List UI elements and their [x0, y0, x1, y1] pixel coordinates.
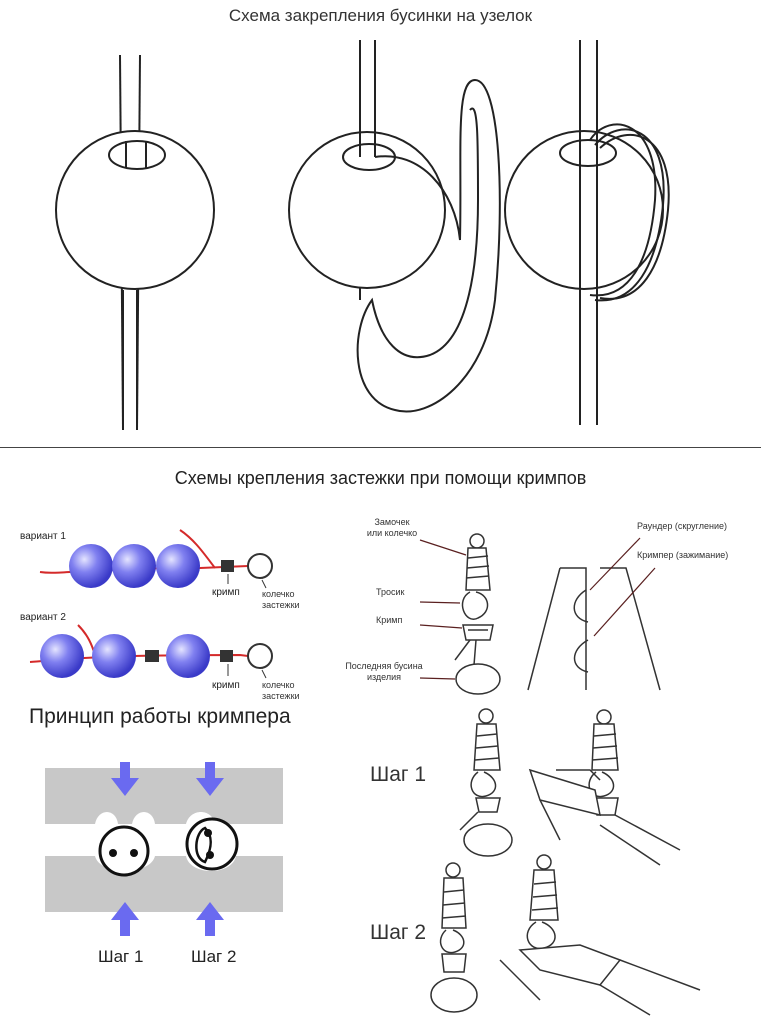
crimper-step1-label: Шаг 1: [98, 947, 144, 966]
clasp-callout: Замочек или колечко: [360, 517, 424, 539]
arrow-up-1: [111, 902, 139, 936]
crimper-principle-title: Принцип работы кримпера: [29, 705, 291, 728]
bead-2: [288, 131, 446, 289]
step2-illustration: [430, 854, 701, 1016]
variant-1-crimp: [221, 560, 234, 572]
crimp-callout: Кримп: [376, 615, 403, 625]
knot-loop-2: [356, 78, 501, 413]
variant-1-ring: [247, 553, 273, 579]
variant-1-bead-1: [69, 544, 113, 588]
variant-1-label: вариант 1: [20, 531, 66, 542]
variant-1-bead-2: [112, 544, 156, 588]
last-bead-callout-line1: Последняя бусина: [345, 661, 423, 671]
crimper-step2-label: Шаг 2: [191, 947, 237, 966]
arrow-down-1: [111, 762, 139, 796]
variant-2-crimp-2: [220, 650, 233, 662]
variant-2-label: вариант 2: [20, 612, 66, 623]
arrow-down-2: [196, 762, 224, 796]
crimp-step1: [98, 825, 150, 877]
variant-1-diagram: [39, 529, 273, 589]
last-bead-callout-line2: изделия: [366, 672, 402, 682]
step1-label: Шаг 1: [370, 763, 427, 786]
variant-1-ring-label: колечко застежки: [262, 589, 300, 611]
variant-2-ring-label: колечко застежки: [262, 680, 300, 702]
crimper-tool-diagram: [527, 537, 661, 691]
clasp-callout-line1: Замочек: [374, 517, 410, 527]
ring-label-line1: колечко: [262, 589, 295, 599]
crimper-upper-plate: [45, 768, 283, 824]
rounder-callout: Раундер (скругление): [637, 521, 728, 531]
step2-label: Шаг 2: [370, 921, 427, 944]
clasp-callout-line2: или колечко: [366, 528, 418, 538]
crimper-principle-diagram: [45, 762, 283, 936]
ring-label-line1-v2: колечко: [262, 680, 295, 690]
bottom-title: Схемы крепления застежки при помощи крим…: [174, 468, 587, 488]
variant-2-ring: [247, 643, 273, 669]
variant-2-crimp-label: кримп: [212, 680, 240, 691]
variant-1-bead-3: [156, 544, 200, 588]
bead-1: [55, 130, 215, 290]
step1-illustration: [459, 708, 681, 866]
variant-2-bead-3: [166, 634, 210, 678]
arrow-up-2: [196, 902, 224, 936]
variant-1-crimp-label: кримп: [212, 587, 240, 598]
variant-2-bead-1: [40, 634, 84, 678]
cable-callout: Тросик: [376, 587, 405, 597]
knot-diagram: [55, 40, 670, 431]
clasp-assembly-diagram: [419, 533, 501, 695]
last-bead-callout: Последняя бусина изделия: [336, 661, 432, 683]
variant-2-bead-2: [92, 634, 136, 678]
crimper-squeeze-callout: Кримпер (зажимание): [637, 550, 729, 560]
variant-2-crimp-1: [145, 650, 159, 662]
last-bead: [455, 663, 501, 695]
ring-label-line2: застежки: [262, 600, 300, 610]
crimp-step2: [185, 817, 239, 871]
variant-2-diagram: [29, 624, 273, 679]
knot-wraps-3: [589, 123, 657, 297]
crimper-lower-plate: [45, 856, 283, 912]
top-title: Схема закрепления бусинки на узелок: [228, 6, 533, 25]
ring-label-line2-v2: застежки: [262, 691, 300, 701]
section-divider: [0, 447, 761, 448]
bead-1-hole: [108, 140, 166, 170]
